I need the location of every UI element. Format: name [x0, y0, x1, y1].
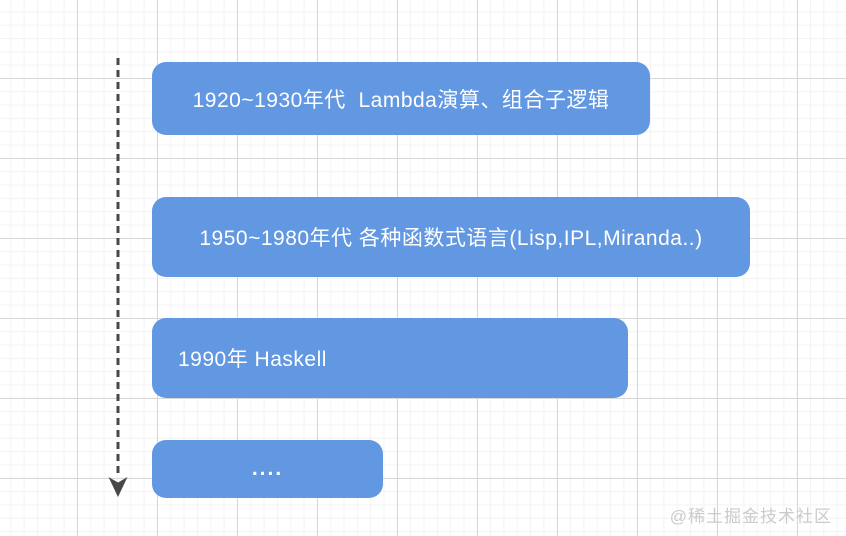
- timeline-box-1950s: 1950~1980年代 各种函数式语言(Lisp,IPL,Miranda..): [152, 197, 750, 277]
- timeline-axis-arrow: [108, 58, 128, 497]
- timeline-box-1990: 1990年 Haskell: [152, 318, 628, 398]
- arrowhead-down-icon: [108, 477, 128, 497]
- timeline-box-1920s: 1920~1930年代 Lambda演算、组合子逻辑: [152, 62, 650, 135]
- timeline-box-label: 1990年 Haskell: [178, 348, 327, 371]
- timeline-box-label: ....: [251, 457, 284, 480]
- watermark: @稀土掘金技术社区: [669, 507, 832, 526]
- timeline-box-label: 1950~1980年代 各种函数式语言(Lisp,IPL,Miranda..): [199, 227, 703, 250]
- timeline-box-more: ....: [152, 440, 383, 498]
- timeline-box-label: 1920~1930年代 Lambda演算、组合子逻辑: [192, 88, 610, 112]
